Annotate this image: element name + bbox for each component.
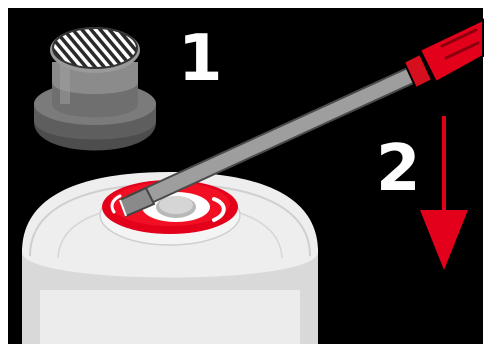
spray-nozzle-icon: [34, 27, 156, 151]
step-1-label: 1: [178, 22, 223, 96]
spray-can-top-icon: [22, 172, 318, 344]
step-2-label: 2: [376, 132, 421, 206]
